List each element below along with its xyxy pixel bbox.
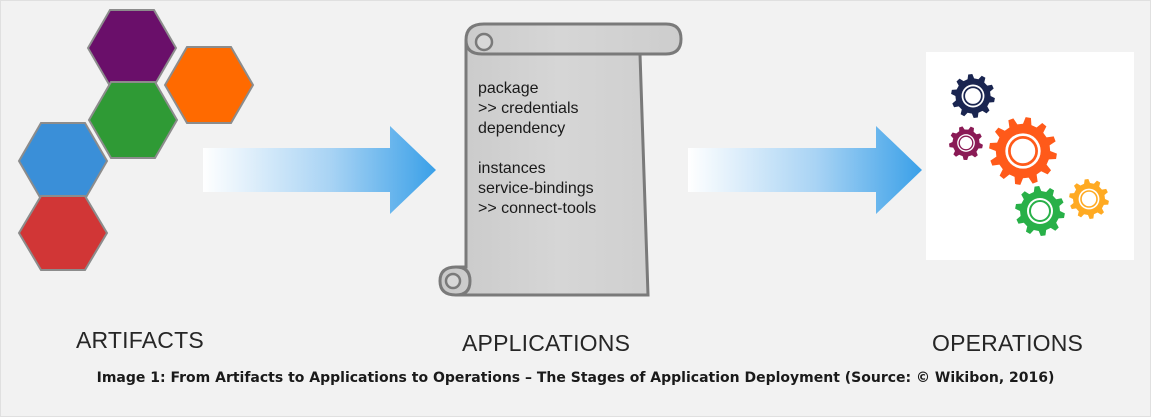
gear-green-ring (1029, 200, 1051, 222)
scroll-icon (438, 22, 683, 297)
gear-navy (951, 74, 995, 118)
scroll-line: service-bindings (478, 180, 594, 197)
hexagon-green (87, 81, 179, 159)
hexagon-orange (163, 46, 255, 124)
gear-purple (949, 126, 983, 160)
scroll-line: >> credentials (478, 100, 579, 117)
hexagon-purple (86, 9, 178, 87)
right-arrow-icon (688, 126, 922, 214)
stage-label-applications: APPLICATIONS (462, 330, 631, 356)
gear-orange-ring (1008, 136, 1038, 166)
gear-green (1015, 186, 1065, 236)
scroll-line: >> connect-tools (478, 200, 597, 217)
gear-orange (989, 117, 1057, 185)
gear-yellow-ring (1080, 190, 1098, 208)
gears-icon (949, 74, 1109, 236)
gear-purple-ring (958, 135, 974, 151)
gear-navy-ring (963, 86, 983, 106)
scroll-text: package >> credentials dependency instan… (478, 79, 596, 219)
figure-caption: Image 1: From Artifacts to Applications … (96, 370, 1055, 386)
gear-yellow (1069, 179, 1109, 219)
stage-label-artifacts: ARTIFACTS (76, 327, 204, 353)
right-arrow-icon (203, 126, 436, 214)
hexagon-cluster-icon (17, 9, 255, 271)
stage-label-operations: OPERATIONS (932, 330, 1084, 356)
hexagon-blue (17, 122, 109, 200)
hexagon-red (17, 195, 109, 271)
scroll-line: instances (478, 160, 546, 177)
scroll-line: package (478, 80, 539, 97)
scroll-line: dependency (478, 120, 566, 137)
